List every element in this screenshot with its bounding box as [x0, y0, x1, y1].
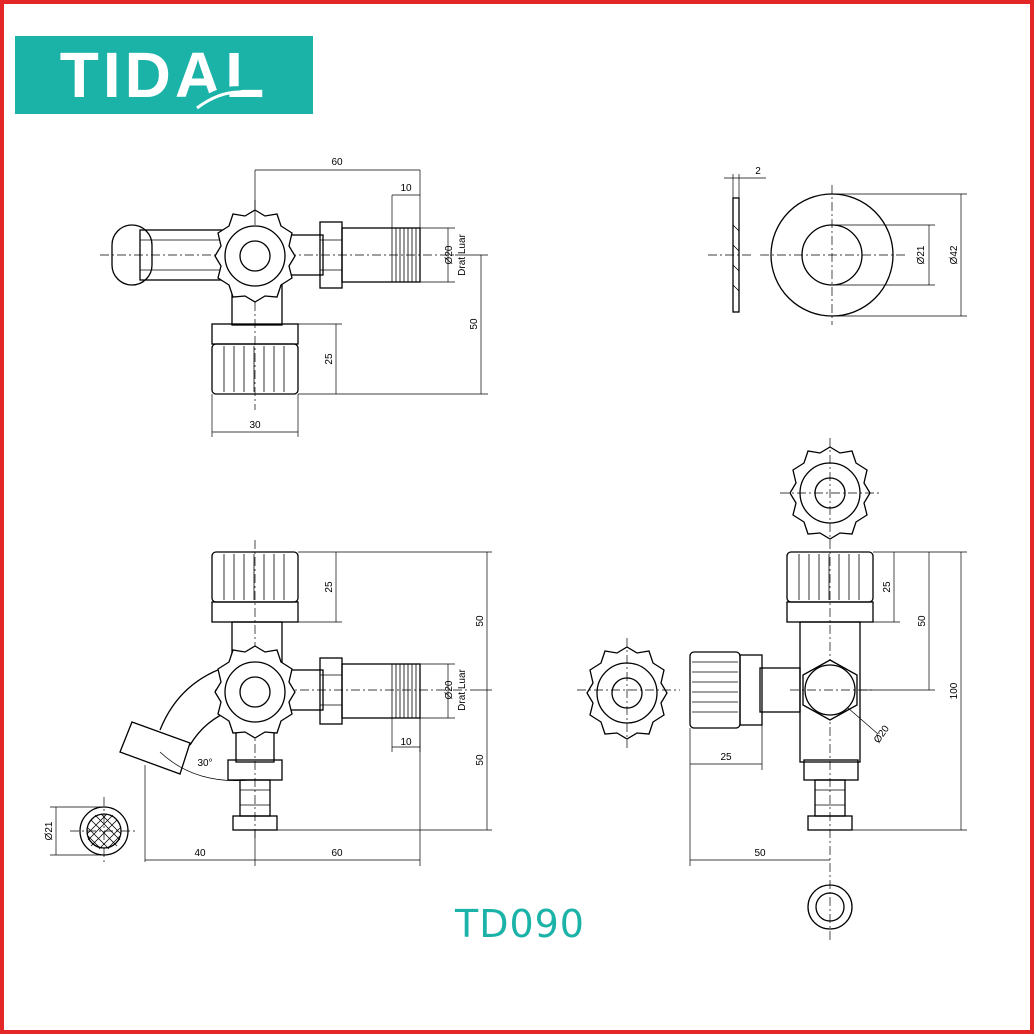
logo-swoosh-icon [191, 86, 262, 110]
top-thread-note: Drat Luar [457, 233, 468, 275]
top-dim-60: 60 [331, 157, 343, 168]
model-code: TD090 [454, 902, 585, 946]
top-dim-25: 25 [324, 353, 335, 365]
brand-logo-text: TIDAL [59, 39, 269, 111]
front-dim-d20: Ø20 [444, 680, 455, 699]
side-dim-50-horizontal: 50 [754, 848, 766, 859]
front-dim-40: 40 [194, 848, 206, 859]
front-dim-d21: Ø21 [44, 821, 55, 840]
top-dim-10: 10 [400, 183, 412, 194]
front-dim-50-upper: 50 [475, 615, 486, 627]
top-view [100, 169, 488, 437]
side-view [577, 438, 967, 940]
side-dim-100: 100 [949, 682, 960, 699]
washer-dim-d21: Ø21 [916, 245, 927, 264]
front-thread-note: Drat Luar [457, 668, 468, 710]
top-dim-30: 30 [249, 420, 261, 431]
side-dim-50: 50 [917, 615, 928, 627]
front-angle-30: 30° [197, 758, 212, 769]
top-dim-d20: Ø20 [444, 245, 455, 264]
side-dim-25-horizontal: 25 [720, 752, 732, 763]
washer-view [708, 174, 967, 325]
washer-dim-d42: Ø42 [949, 245, 960, 264]
top-dim-50: 50 [469, 318, 480, 330]
front-dim-50-lower: 50 [475, 754, 486, 766]
front-dim-10: 10 [400, 737, 412, 748]
front-dim-60: 60 [331, 848, 343, 859]
front-view [50, 540, 492, 866]
front-dim-25: 25 [324, 581, 335, 593]
brand-logo: TIDAL [15, 36, 313, 114]
washer-dim-2: 2 [755, 166, 761, 177]
side-dim-d20: Ø20 [872, 723, 892, 745]
side-dim-25: 25 [882, 581, 893, 593]
